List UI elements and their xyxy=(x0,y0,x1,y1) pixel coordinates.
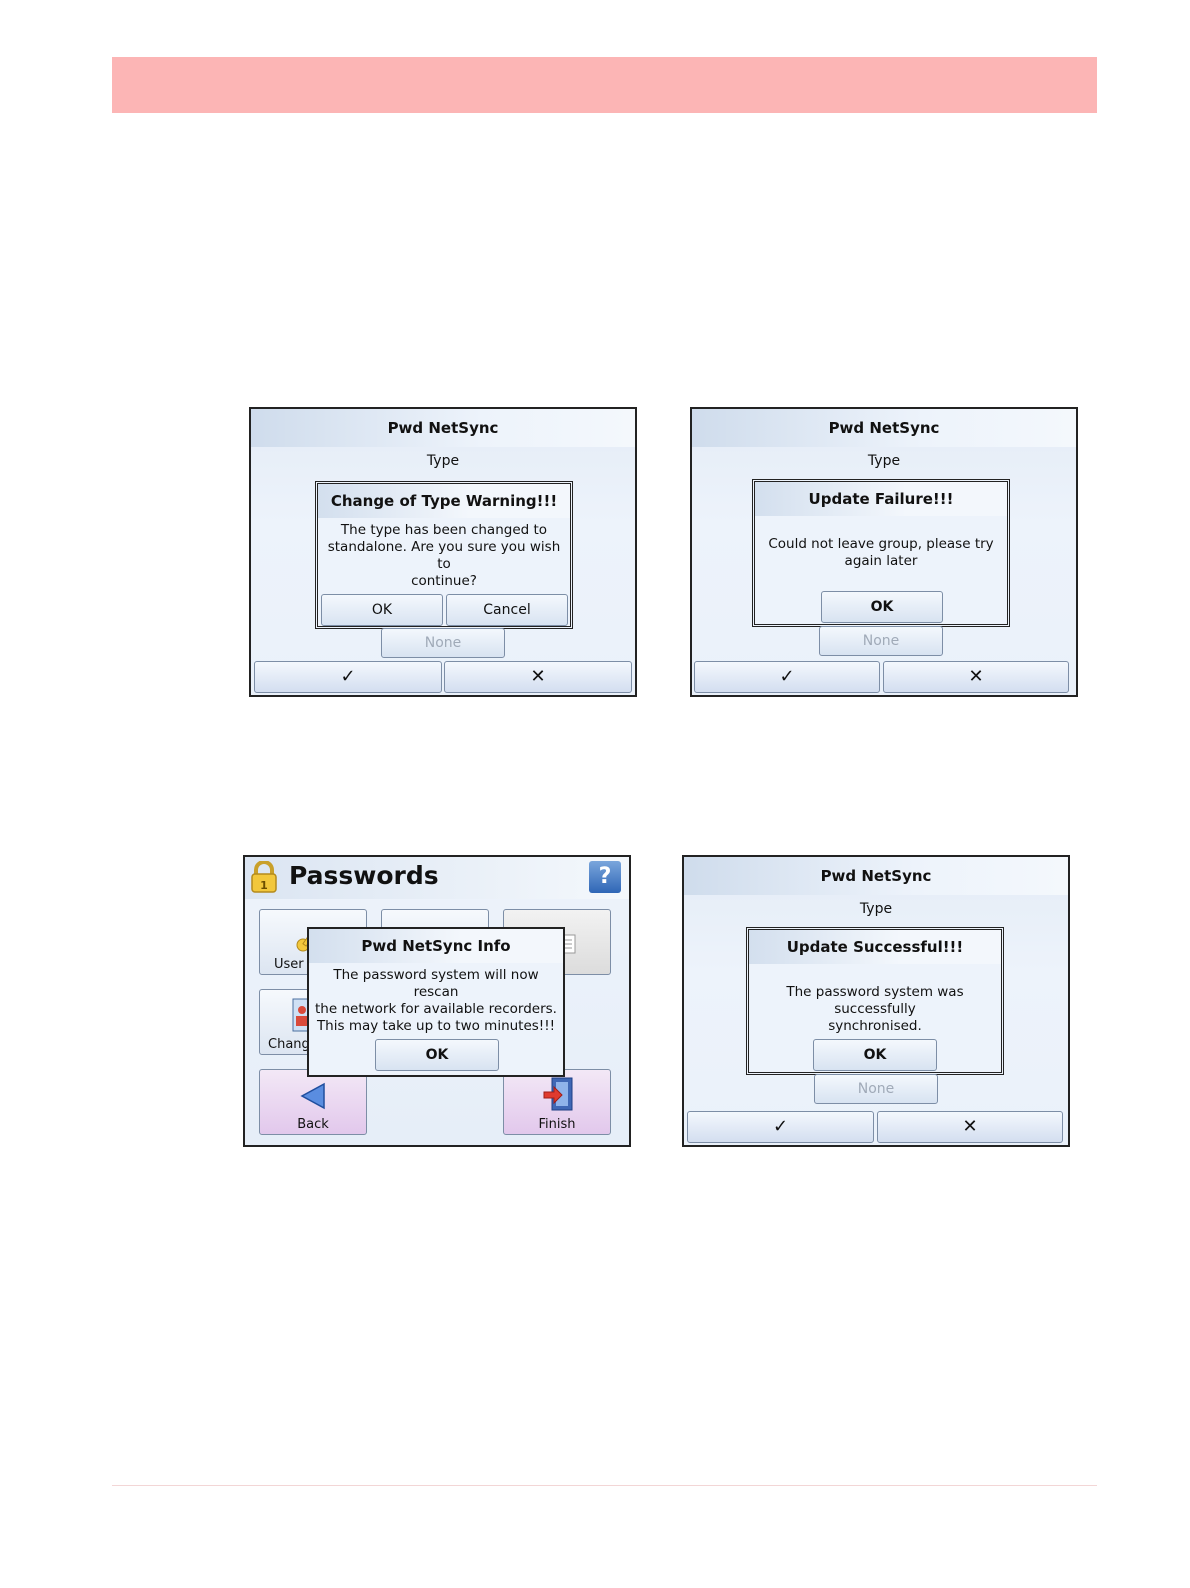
message-line: standalone. Are you sure you wish to xyxy=(327,539,561,572)
type-label: Type xyxy=(867,453,901,469)
exit-door-icon xyxy=(543,1077,573,1111)
ok-button[interactable]: OK xyxy=(375,1039,499,1071)
svg-text:1: 1 xyxy=(260,879,268,892)
header-band xyxy=(112,57,1097,113)
ok-button[interactable]: OK xyxy=(821,591,943,623)
cancel-x-button[interactable]: ✕ xyxy=(883,661,1069,693)
lock-icon: 1 xyxy=(251,861,277,893)
back-button[interactable]: Back xyxy=(259,1069,367,1135)
finish-label: Finish xyxy=(538,1117,576,1132)
none-button[interactable]: None xyxy=(381,628,505,658)
confirm-button[interactable]: ✓ xyxy=(687,1111,874,1143)
dialog-title: Change of Type Warning!!! xyxy=(318,484,570,518)
warning-dialog: Change of Type Warning!!! The type has b… xyxy=(315,481,573,629)
back-arrow-icon xyxy=(300,1082,325,1110)
message-line: the network for available recorders. xyxy=(315,1001,557,1017)
message-line: The password system was successfully xyxy=(786,984,964,1017)
dialog-message: The password system will now rescan the … xyxy=(313,967,559,1035)
cancel-x-button[interactable]: ✕ xyxy=(877,1111,1063,1143)
message-line: continue? xyxy=(411,573,477,589)
success-dialog: Update Successful!!! The password system… xyxy=(746,927,1004,1075)
screen-update-success: Pwd NetSync Type Update Successful!!! Th… xyxy=(682,855,1070,1147)
message-line: The type has been changed to xyxy=(340,522,548,538)
screen-title: Pwd NetSync xyxy=(692,409,1076,447)
screen-passwords: 1 Passwords ? User Chang Back xyxy=(243,855,631,1147)
none-button[interactable]: None xyxy=(819,626,943,656)
screen-change-type: Pwd NetSync Type Change of Type Warning!… xyxy=(249,407,637,697)
screen-title: Pwd NetSync xyxy=(684,857,1068,895)
page-title: Passwords xyxy=(289,861,439,890)
dialog-message: Could not leave group, please try again … xyxy=(759,536,1003,570)
type-label: Type xyxy=(426,453,460,469)
failure-dialog: Update Failure!!! Could not leave group,… xyxy=(752,479,1010,627)
cancel-button[interactable]: Cancel xyxy=(446,594,568,626)
netsync-info-dialog: Pwd NetSync Info The password system wil… xyxy=(307,927,565,1077)
dialog-message: The type has been changed to standalone.… xyxy=(322,522,566,590)
tile-label: Chang xyxy=(268,1037,310,1052)
type-label: Type xyxy=(859,901,893,917)
user-icon xyxy=(292,998,312,1032)
none-button[interactable]: None xyxy=(814,1074,938,1104)
screen-update-failure: Pwd NetSync Type Update Failure!!! Could… xyxy=(690,407,1078,697)
ok-button[interactable]: OK xyxy=(813,1039,937,1071)
help-icon[interactable]: ? xyxy=(589,861,621,893)
cancel-x-button[interactable]: ✕ xyxy=(444,661,632,693)
confirm-button[interactable]: ✓ xyxy=(694,661,880,693)
back-label: Back xyxy=(297,1117,329,1132)
tile-label: User xyxy=(274,957,304,972)
message-line: The password system will now rescan xyxy=(333,967,539,1000)
message-line: This may take up to two minutes!!! xyxy=(316,1018,556,1034)
footer-rule xyxy=(112,1485,1097,1486)
message-line: again later xyxy=(844,553,918,569)
message-line: synchronised. xyxy=(828,1018,922,1034)
title-bar: 1 Passwords ? xyxy=(245,857,629,899)
dialog-title: Update Failure!!! xyxy=(755,482,1007,516)
dialog-title: Pwd NetSync Info xyxy=(309,929,563,963)
dialog-title: Update Successful!!! xyxy=(749,930,1001,964)
dialog-message: The password system was successfully syn… xyxy=(753,984,997,1035)
finish-button[interactable]: Finish xyxy=(503,1069,611,1135)
ok-button[interactable]: OK xyxy=(321,594,443,626)
confirm-button[interactable]: ✓ xyxy=(254,661,442,693)
message-line: Could not leave group, please try xyxy=(768,536,994,552)
screen-title: Pwd NetSync xyxy=(251,409,635,447)
